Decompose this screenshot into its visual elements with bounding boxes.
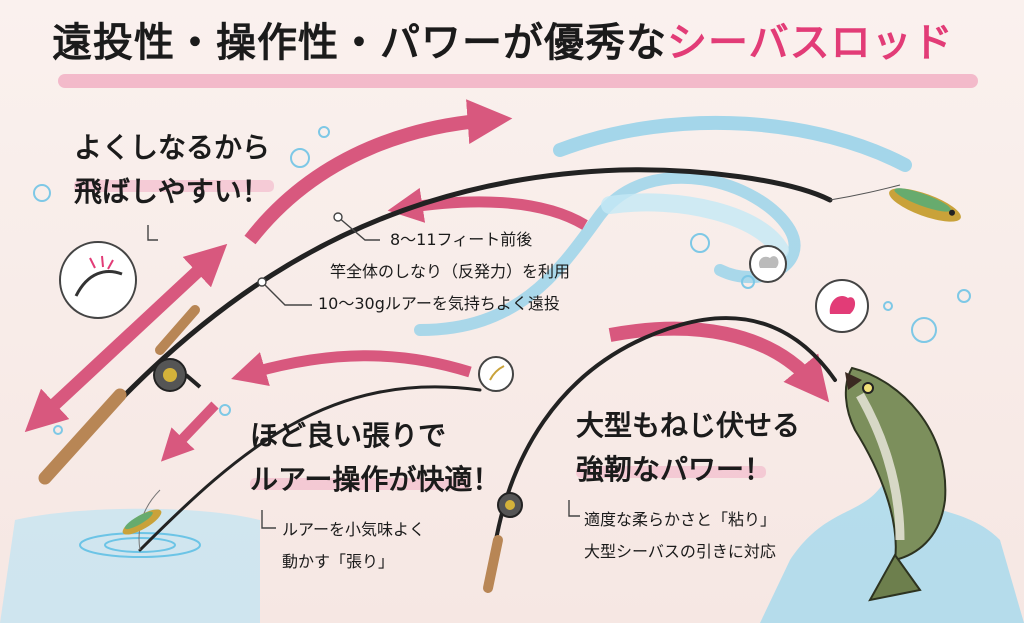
arrow-down [160, 401, 219, 462]
bracket [147, 225, 158, 241]
steam-bubble [749, 245, 787, 283]
cast-headline-line-2: 飛ばしやすい！ [74, 175, 270, 208]
spinning-reel [153, 358, 202, 392]
power-headline-line-2: 強靭なパワー！ [576, 453, 773, 486]
lure-top [889, 188, 961, 222]
rod-operation [138, 385, 482, 552]
water-left [0, 508, 260, 623]
bubble [741, 275, 755, 289]
rod-grip [483, 535, 503, 593]
rod-blank [52, 167, 833, 473]
power-headline-line-1: 大型もねじ伏せる [576, 409, 801, 442]
title-part-1: 遠投性・操作性・パワー [52, 20, 503, 66]
operation-note-line-1: ルアーを小気味よく [282, 520, 426, 539]
fish-eye [862, 382, 874, 394]
power-note-line-1: 適度な柔らかさと「粘り」 [584, 510, 777, 529]
lure-small [122, 509, 162, 535]
sea-bass [844, 366, 947, 602]
fish-belly [856, 392, 905, 541]
cast-note-1: 8〜11フィート前後 [390, 224, 532, 256]
cast-swoosh-mid [601, 193, 789, 259]
operation-headline-line-2: ルアー操作が快適！ [250, 463, 501, 496]
leader-line [337, 216, 380, 241]
leader-line [261, 281, 312, 306]
operation-headline: ほど良い張りで ルアー操作が快適！ [250, 414, 500, 502]
cast-headline: よくしなるから 飛ばしやすい！ [74, 126, 270, 214]
arrow-left-diag [24, 243, 228, 433]
power-note-line-2: 大型シーバスの引きに対応 [584, 542, 776, 561]
bubble [957, 289, 971, 303]
operation-note-line-2: 動かす「張り」 [282, 552, 395, 571]
title-underline [58, 74, 978, 88]
splash-right [760, 470, 1024, 623]
title-part-2: が優秀な [503, 20, 667, 66]
highlight [250, 478, 470, 490]
bubble [911, 317, 937, 343]
fish-mouth [845, 372, 862, 390]
leader-dot [257, 277, 267, 287]
fish-tail [868, 553, 922, 602]
cast-note-2: 竿全体のしなり（反発力）を利用 [330, 256, 570, 288]
page-title: 遠投性・操作性・パワーが優秀なシーバスロッド [52, 10, 954, 68]
bubble [690, 233, 710, 253]
arrow-return [387, 187, 588, 230]
fishing-line [138, 489, 161, 551]
bubble [318, 126, 330, 138]
ripple [104, 537, 176, 553]
rod-butt-grip [38, 388, 127, 485]
bubbles [33, 126, 971, 435]
rod-fore-grip [155, 305, 200, 355]
cast-note-text: 10〜30gルアーを気持ちよく遠投 [318, 294, 560, 313]
highlight [74, 180, 274, 192]
fishing-line [829, 184, 901, 201]
power-headline: 大型もねじ伏せる 強靭なパワー！ [576, 404, 800, 492]
arrow-operation [231, 350, 472, 386]
highlight [576, 466, 766, 478]
bubble [883, 301, 893, 311]
bracket [261, 510, 276, 529]
leader-lines [147, 212, 580, 529]
cast-swoosh-top [553, 115, 912, 172]
lure-back [894, 188, 951, 212]
bubble [33, 184, 51, 202]
bubble [53, 425, 63, 435]
lure-back [124, 511, 153, 530]
rod-blank [138, 385, 482, 552]
spinning-reel [497, 492, 523, 518]
bracket [568, 500, 580, 517]
cast-note-3: 10〜30gルアーを気持ちよく遠投 [318, 288, 560, 320]
bubble [290, 148, 310, 168]
ripple [79, 532, 201, 558]
arrow-power [608, 321, 830, 403]
operation-notes: ルアーを小気味よく 動かす「張り」 [282, 514, 425, 578]
arrow-top [244, 99, 513, 245]
power-notes: 適度な柔らかさと「粘り」 大型シーバスの引きに対応 [584, 504, 776, 568]
lure-eye [948, 209, 955, 216]
cast-headline-line-1: よくしなるから [74, 131, 271, 164]
reel-handle [184, 373, 202, 389]
rod-power [483, 316, 837, 593]
leader-dot [333, 212, 343, 222]
reel-hub [505, 500, 515, 510]
bend-bubble [59, 241, 137, 319]
rod-casting [38, 167, 901, 485]
rod-blank [488, 316, 837, 587]
cast-note-text: 竿全体のしなり（反発力）を利用 [330, 262, 571, 281]
muscle-bubble [815, 279, 869, 333]
operation-headline-line-1: ほど良い張りで [250, 419, 447, 452]
reel-hub [163, 368, 177, 382]
sparkle-bubble [478, 356, 514, 392]
title-part-3: シーバスロッド [667, 20, 954, 66]
bubble [219, 404, 231, 416]
cast-note-text: 8〜11フィート前後 [390, 230, 533, 249]
